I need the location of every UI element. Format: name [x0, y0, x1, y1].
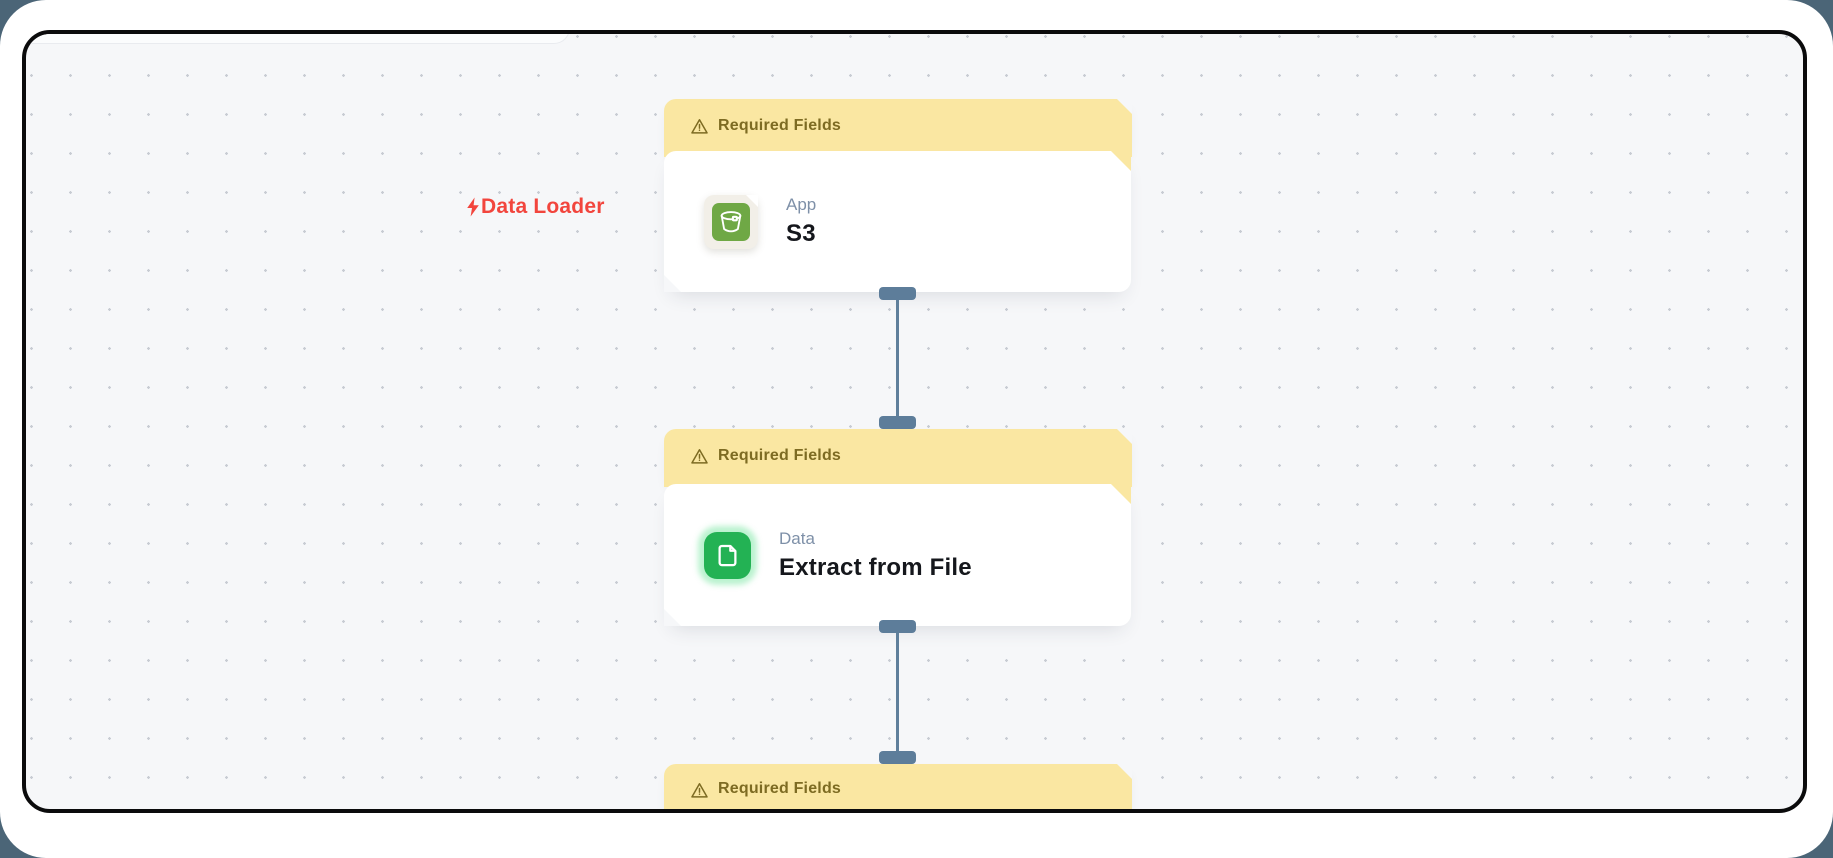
toolbar-panel-edge	[26, 34, 570, 44]
source-handle-extract[interactable]	[879, 620, 916, 633]
card-corner-cut-bl	[664, 609, 681, 626]
lightning-icon	[466, 197, 480, 217]
edge-extract-to-next[interactable]	[896, 626, 899, 757]
tile-corner-cut	[746, 194, 758, 207]
card-corner-cut-bl	[664, 275, 681, 292]
node-category: App	[786, 195, 817, 214]
required-fields-banner[interactable]: Required Fields	[664, 764, 1132, 809]
node-card-s3[interactable]: App S3	[664, 151, 1131, 292]
node-title: Extract from File	[779, 553, 972, 581]
banner-corner-cut	[1117, 429, 1132, 444]
target-handle-extract[interactable]	[879, 416, 916, 429]
card-corner-cut-tr	[1111, 151, 1131, 171]
s3-bucket-icon	[712, 202, 750, 241]
edge-s3-to-extract[interactable]	[896, 294, 899, 424]
file-document-icon	[704, 531, 751, 579]
s3-icon-tile	[704, 194, 758, 249]
node-type-label-text: Data Loader	[481, 195, 605, 218]
node-type-label: Data Loader	[466, 195, 605, 219]
workflow-canvas[interactable]: Data Loader Required Fields	[22, 30, 1807, 813]
warning-icon	[690, 781, 709, 803]
node-title: S3	[786, 220, 816, 247]
banner-corner-cut	[1117, 764, 1132, 779]
banner-corner-cut	[1117, 99, 1132, 114]
node-card-extract-from-file[interactable]: Data Extract from File	[664, 484, 1131, 626]
banner-label: Required Fields	[718, 117, 842, 134]
banner-label: Required Fields	[718, 780, 842, 797]
card-corner-cut-tr	[1111, 484, 1131, 504]
warning-icon	[690, 117, 709, 139]
warning-icon	[690, 447, 709, 469]
banner-label: Required Fields	[718, 447, 842, 464]
source-handle-s3[interactable]	[879, 287, 916, 300]
target-handle-next[interactable]	[879, 751, 916, 764]
required-fields-banner[interactable]: Required Fields	[664, 429, 1132, 487]
node-category: Data	[779, 528, 815, 548]
required-fields-banner[interactable]: Required Fields	[664, 99, 1132, 157]
